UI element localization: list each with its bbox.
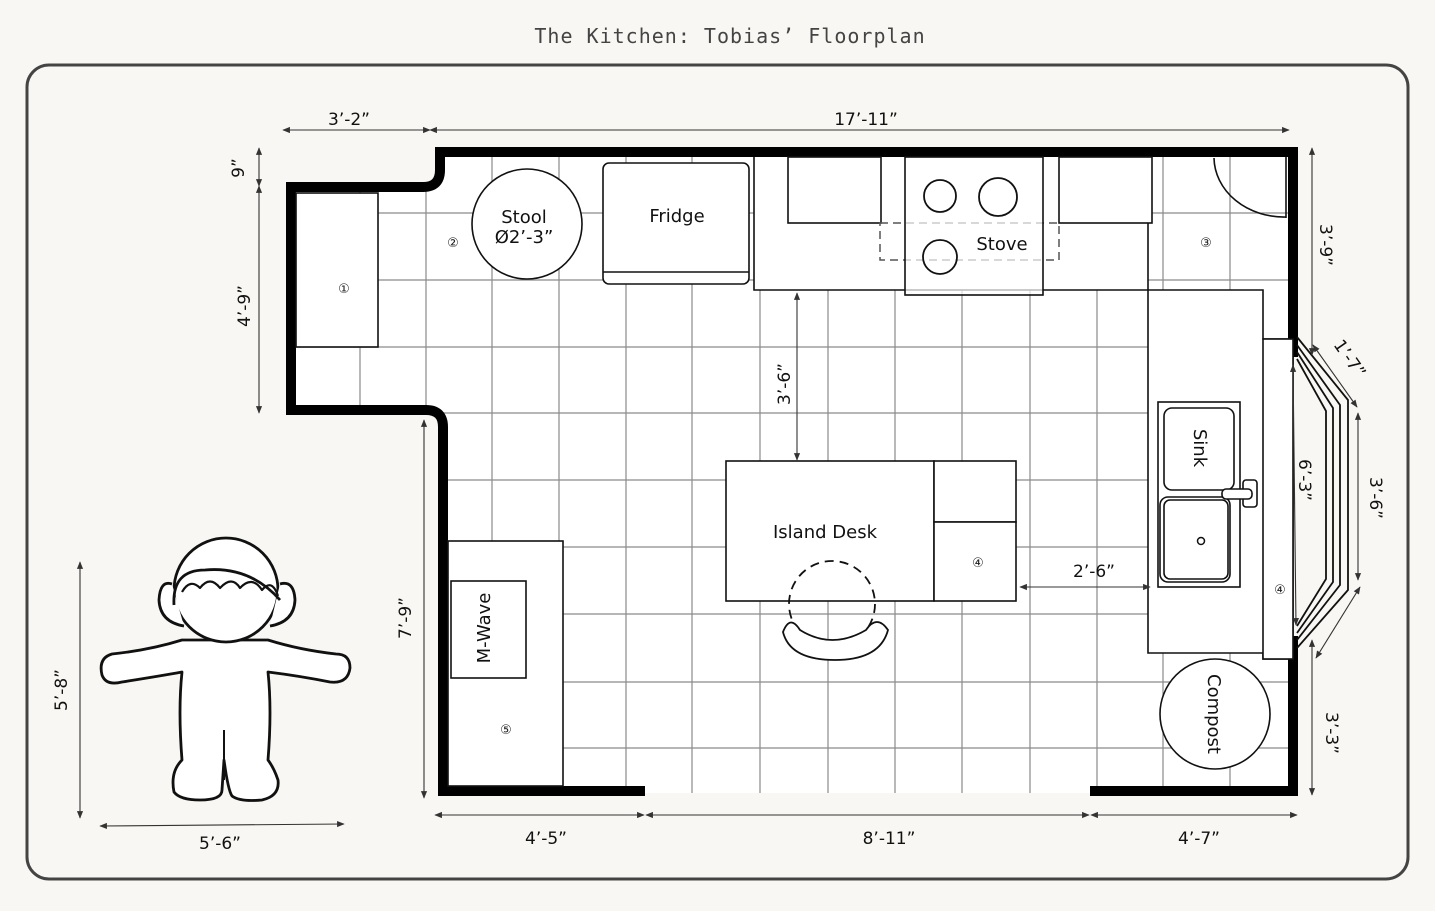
fridge[interactable]	[602, 162, 750, 285]
stool[interactable]	[471, 168, 583, 280]
stool-label: Stool	[501, 207, 547, 228]
dimension-lines	[76, 126, 1362, 830]
dim-bay-front: 3’-6”	[1365, 477, 1385, 519]
sink[interactable]	[1157, 401, 1258, 588]
wall	[286, 147, 1298, 796]
dim-person-width: 5’-6”	[199, 834, 241, 854]
stove-burners-icon	[922, 177, 1018, 275]
marker-1: ①	[338, 282, 350, 297]
dim-bottom-left: 4’-5”	[525, 829, 567, 849]
fridge-label: Fridge	[649, 206, 704, 227]
dim-right-bottom: 3’-3”	[1321, 712, 1341, 754]
dim-island-sink: 2’-6”	[1073, 562, 1115, 582]
dim-left-height: 4’-9”	[235, 285, 255, 327]
page-title: The Kitchen: Tobias’ Floorplan	[534, 24, 925, 48]
stove-label: Stove	[976, 234, 1027, 255]
island-desk[interactable]	[725, 460, 1017, 602]
cabinet	[1058, 156, 1153, 224]
dim-bottom-right: 4’-7”	[1178, 829, 1220, 849]
wall	[1090, 636, 1298, 796]
dim-top-left: 3’-2”	[328, 110, 370, 130]
dim-stove-island: 3’-6”	[775, 363, 795, 405]
dim-left-nook: 9”	[229, 158, 249, 178]
dim-left-lower: 7’-9”	[396, 597, 416, 639]
dim-bottom-mid: 8’-11”	[863, 829, 916, 849]
sink-label: Sink	[1189, 429, 1210, 468]
marker-3: ③	[1200, 236, 1212, 251]
marker-2: ②	[447, 236, 459, 251]
stove[interactable]	[904, 156, 1044, 296]
cabinet	[787, 156, 882, 224]
compost-label: Compost	[1203, 674, 1224, 754]
person-scale-figure	[99, 536, 352, 802]
counter-1[interactable]	[295, 192, 379, 348]
island-label: Island Desk	[773, 522, 878, 543]
dim-top-main: 17’-11”	[834, 110, 898, 130]
chair-icon[interactable]	[782, 560, 889, 661]
microwave[interactable]	[450, 580, 527, 679]
window-sill	[1262, 338, 1294, 660]
marker-4b: ④	[972, 556, 984, 571]
stool-size: Ø2’-3”	[495, 227, 554, 248]
dim-person-height: 5’-8”	[52, 669, 72, 711]
dim-bay-inner: 6’-3”	[1294, 459, 1314, 501]
dimension-labels: 3’-2” 17’-11” 9” 4’-9” 7’-9” 3’-6” 2’-6”…	[52, 110, 1385, 854]
microwave-label: M-Wave	[474, 593, 495, 664]
dim-right-top: 3’-9”	[1315, 224, 1335, 266]
compost-bin[interactable]	[1159, 658, 1271, 770]
marker-5: ⑤	[500, 723, 512, 738]
door-swing	[1213, 157, 1287, 218]
marker-4c: ④	[1274, 583, 1286, 598]
